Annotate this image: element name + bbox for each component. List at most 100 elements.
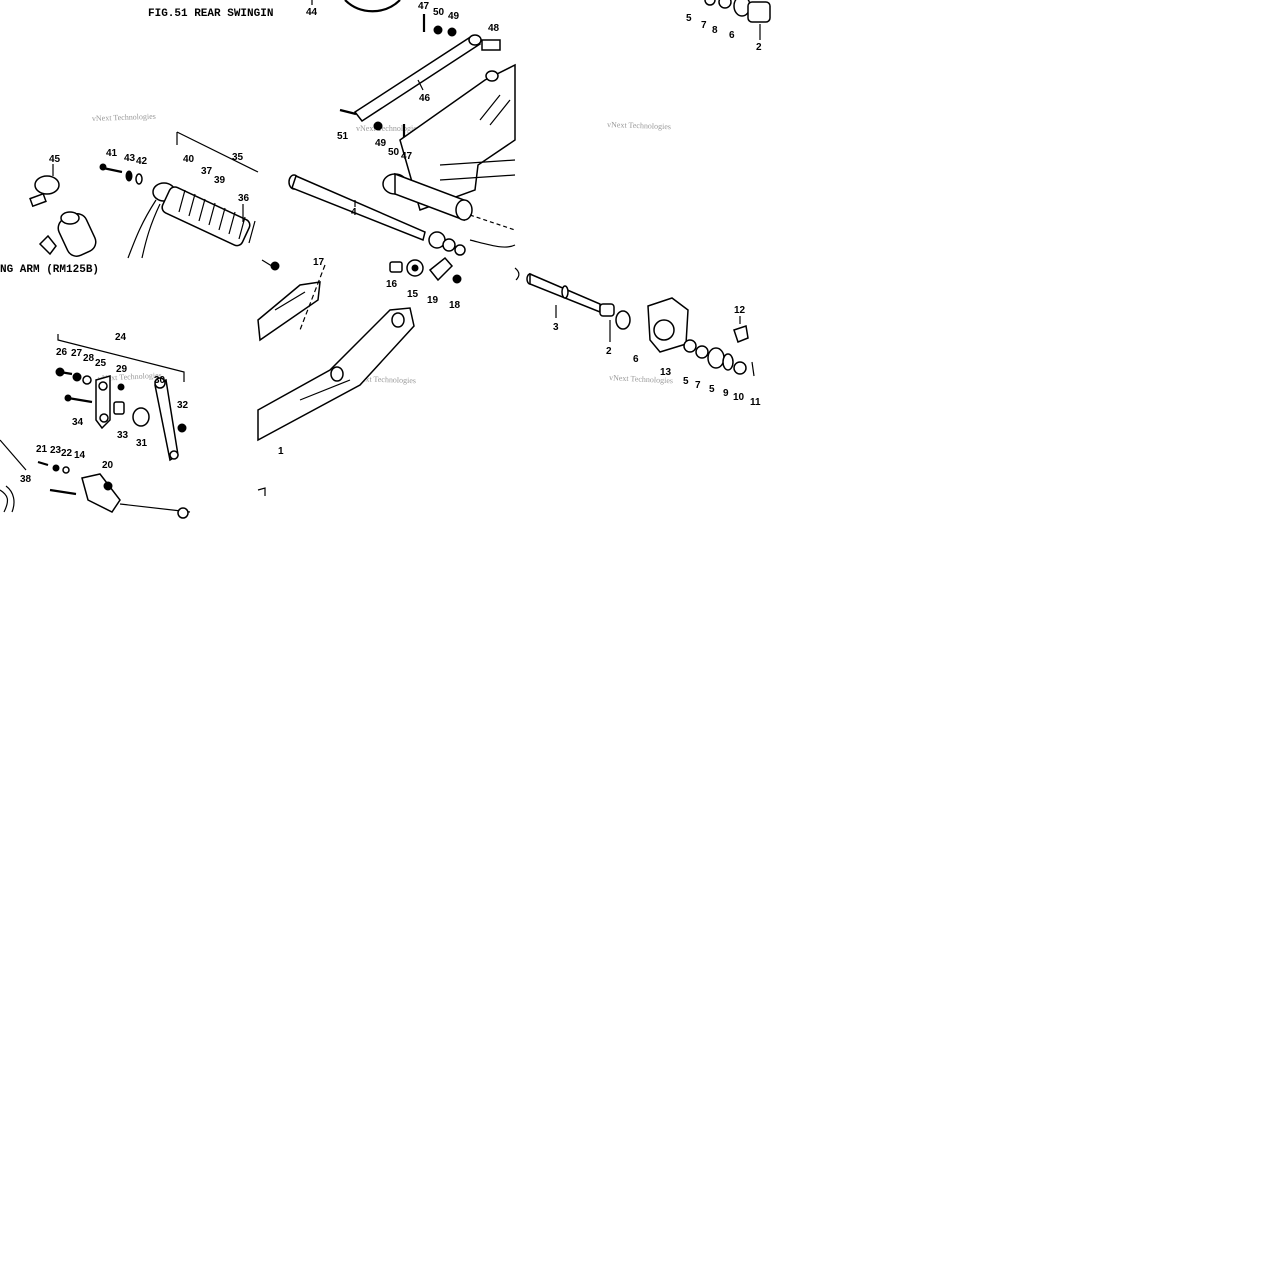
callout: 47 <box>418 1 430 12</box>
callout: 24 <box>115 332 127 343</box>
callout: 5 <box>683 376 689 387</box>
callout: 12 <box>734 305 746 316</box>
tile-top-middle: vNext Technologies <box>288 0 516 256</box>
part-bolt-head <box>481 39 501 51</box>
callout: 35 <box>232 152 244 163</box>
callout: 45 <box>49 154 61 165</box>
callout: 49 <box>448 11 460 22</box>
callout: 13 <box>660 367 672 378</box>
part-cap <box>733 325 749 343</box>
part-castle-nut <box>733 361 747 375</box>
part-washer <box>125 170 133 182</box>
callout: 25 <box>95 358 107 369</box>
part-washer <box>695 345 709 359</box>
leader-line <box>257 487 266 496</box>
tile-bottom-left: NG ARM (RM125B) vNext Technologies <box>0 264 191 519</box>
part-swing-arm-side <box>257 281 415 442</box>
part-washer <box>683 339 697 353</box>
callout: 11 <box>750 397 761 408</box>
watermark: vNext Technologies <box>352 374 416 385</box>
callout: 43 <box>124 153 136 164</box>
figure-subtitle: NG ARM (RM125B) <box>0 264 99 276</box>
callout: 17 <box>313 257 325 268</box>
callout: 15 <box>407 289 419 300</box>
part-nut <box>117 383 125 391</box>
callout: 16 <box>386 279 398 290</box>
part-bolt <box>37 460 49 467</box>
callout: 19 <box>427 295 439 306</box>
callout: 2 <box>756 42 762 53</box>
callout: 40 <box>183 154 195 165</box>
part-sleeve <box>389 261 403 273</box>
part-nut <box>452 274 462 284</box>
part-washer <box>135 173 143 185</box>
callout: 26 <box>56 347 68 358</box>
part-seal <box>707 347 725 369</box>
watermark: vNext Technologies <box>356 124 420 133</box>
callout: 42 <box>136 156 148 167</box>
callout: 50 <box>388 147 400 158</box>
part-bracket <box>38 234 57 256</box>
part-shock-absorber <box>127 182 256 259</box>
callout: 47 <box>401 151 413 162</box>
callout: 23 <box>50 445 62 456</box>
tile-bottom-middle: vNext Technologies 17 16 15 19 18 1 <box>257 256 462 496</box>
part-bolt <box>49 488 77 496</box>
part-washer <box>82 375 92 385</box>
figure-title: FIG.51 REAR SWINGIN <box>148 8 273 20</box>
callout: 2 <box>606 346 612 357</box>
callout: 14 <box>74 450 86 461</box>
part-nut <box>447 27 457 37</box>
callout: 49 <box>375 138 387 149</box>
callout: 51 <box>337 131 349 142</box>
part-collar <box>113 401 125 415</box>
part-chain-guard <box>344 0 401 13</box>
part-nut <box>177 423 187 433</box>
callout: 50 <box>433 7 445 18</box>
part-spring <box>0 485 15 513</box>
part-bolt <box>67 396 93 404</box>
callout: 36 <box>238 193 250 204</box>
part-eccentric-cam <box>647 297 689 353</box>
callout: 6 <box>633 354 639 365</box>
watermark: vNext Technologies <box>98 371 162 383</box>
part-swing-arm <box>382 63 516 222</box>
callout: 6 <box>729 30 735 41</box>
watermark: vNext Technologies <box>607 120 671 131</box>
callout: 18 <box>449 300 461 311</box>
part-reservoir <box>57 211 97 257</box>
callout: 34 <box>72 417 84 428</box>
part-nut <box>52 464 60 472</box>
part-nut <box>72 372 82 382</box>
callout: 39 <box>214 175 226 186</box>
watermark: vNext Technologies <box>609 373 673 385</box>
callout: 37 <box>201 166 213 177</box>
part-cushion-lever <box>81 473 191 519</box>
callout: 21 <box>36 444 48 455</box>
leader-dashed <box>469 214 516 231</box>
tile-top-left: FIG.51 REAR SWINGIN vNext Technologies <box>29 8 273 259</box>
part-bushing-set <box>704 0 771 23</box>
tile-top-right: vNext Technologies 5 7 8 6 2 <box>607 0 771 131</box>
part-chain-tensioner-arm <box>353 34 482 123</box>
part-bolt <box>102 166 123 174</box>
part-washer <box>62 466 70 474</box>
callout: 41 <box>106 148 118 159</box>
callout: 5 <box>709 384 715 395</box>
part-hose-clamp <box>29 175 60 208</box>
callout: 22 <box>61 448 73 459</box>
part-connecting-rod <box>154 377 179 462</box>
callout: 46 <box>419 93 431 104</box>
callout: 29 <box>116 364 128 375</box>
callout: 27 <box>71 348 83 359</box>
watermark: vNext Technologies <box>92 112 156 123</box>
callout: 9 <box>723 388 729 399</box>
callout: 48 <box>488 23 500 34</box>
part-pivot-shaft <box>288 174 516 256</box>
callout: 28 <box>83 353 95 364</box>
callout: 20 <box>102 460 114 471</box>
part-link-plate <box>95 375 111 430</box>
callout: 10 <box>733 392 745 403</box>
leader-line <box>0 439 27 471</box>
part-nut <box>373 121 383 131</box>
